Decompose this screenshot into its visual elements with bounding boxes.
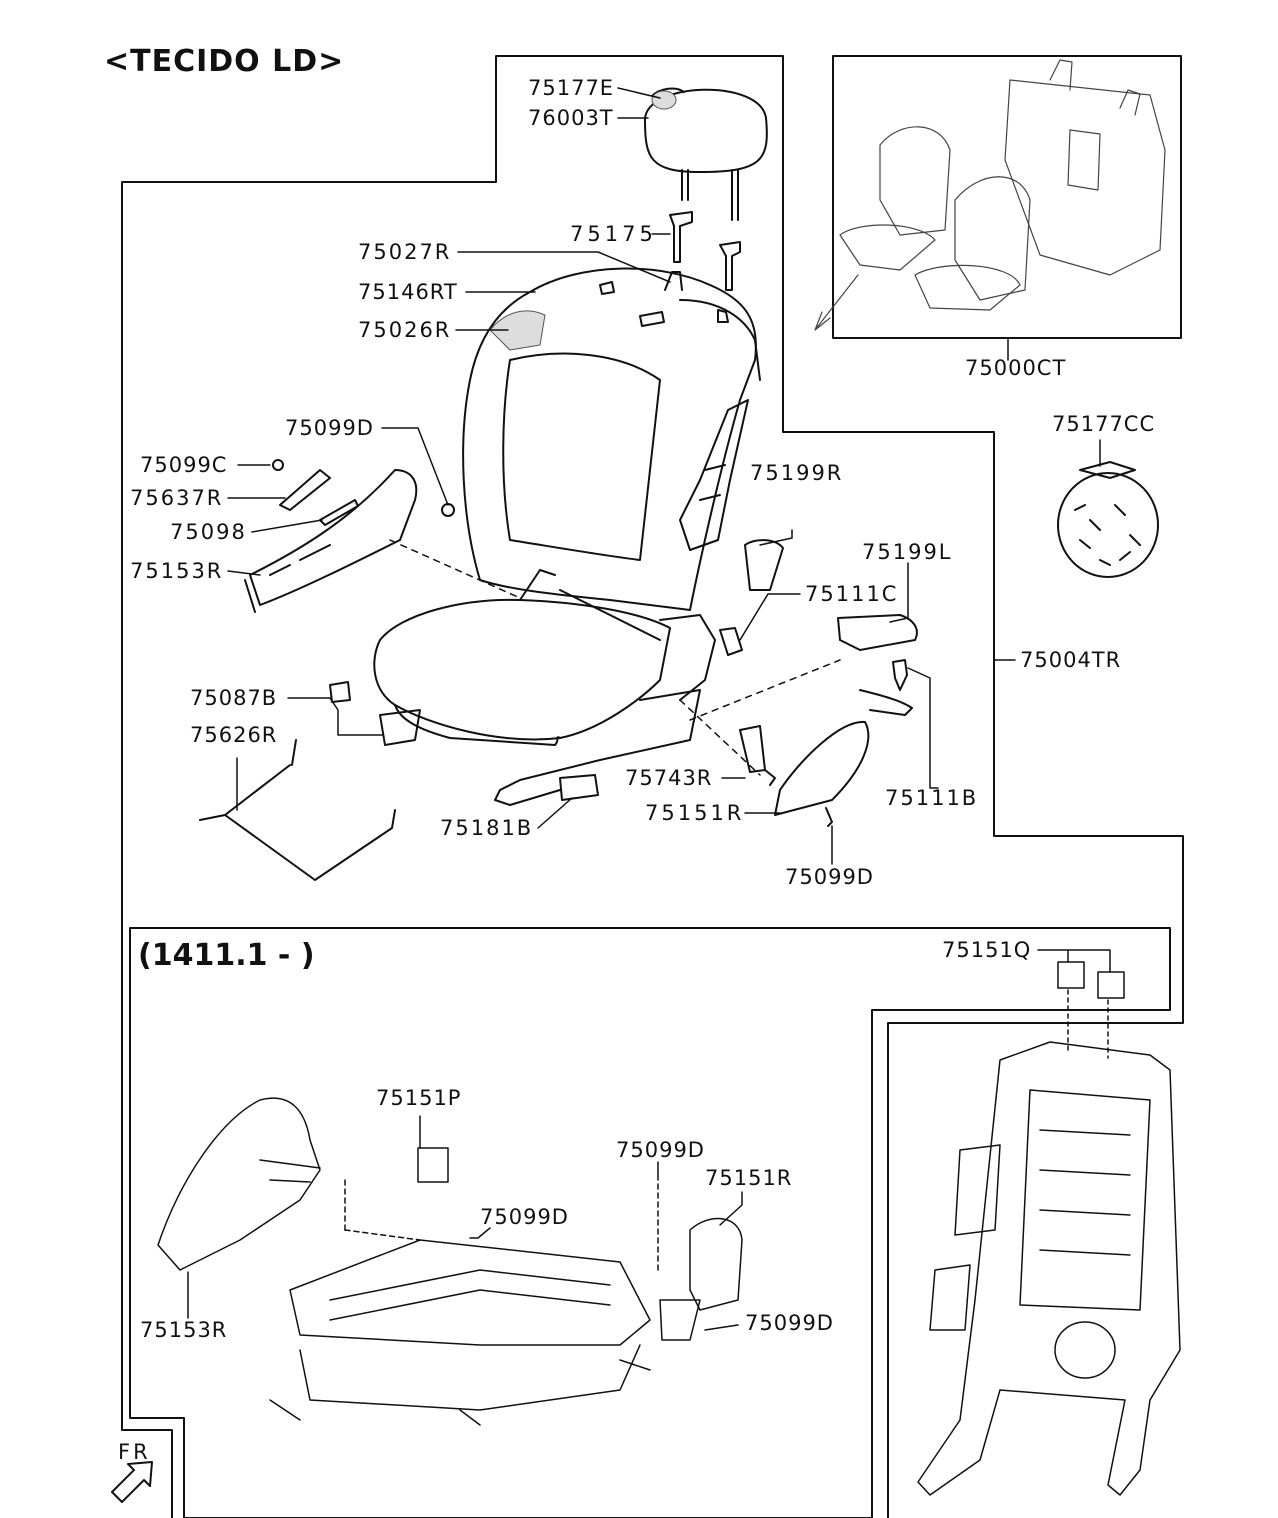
main-boundary [121, 55, 1184, 1518]
part-label-75099D-inset-a: 75099D [480, 1205, 569, 1229]
page-title: <TECIDO LD> [104, 44, 345, 79]
part-label-75199R: 75199R [750, 461, 844, 485]
part-label-75637R: 75637R [130, 486, 224, 510]
inset-drawing [157, 1097, 743, 1426]
part-label-75151R: 75151R [645, 801, 745, 825]
part-label-75146RT: 75146RT [358, 280, 458, 304]
headrest-drawing [644, 87, 768, 291]
part-label-76003T: 76003T [528, 106, 614, 130]
vehicle-seats-drawing [814, 59, 1166, 331]
part-label-75027R: 75027R [358, 240, 452, 264]
inset-boundary [129, 927, 1171, 1518]
back-frame-drawing [917, 961, 1181, 1496]
part-label-75099D-inset-c: 75099D [745, 1311, 834, 1335]
fr-arrow-icon [111, 1461, 153, 1503]
part-label-75151R-inset: 75151R [705, 1166, 793, 1190]
part-label-75626R: 75626R [190, 723, 278, 747]
part-label-75177E: 75177E [528, 76, 615, 100]
side-cover-drawing [244, 459, 455, 613]
part-label-75199L: 75199L [862, 540, 953, 564]
wire-drawing [199, 739, 396, 881]
vehicle-view-box [832, 55, 1182, 339]
part-label-75151P: 75151P [376, 1086, 462, 1110]
part-label-75151Q: 75151Q [942, 938, 1032, 962]
part-label-75000CT: 75000CT [965, 356, 1067, 380]
part-label-75099D-lower: 75099D [785, 865, 874, 889]
part-label-75177CC: 75177CC [1052, 412, 1156, 436]
part-label-75153R: 75153R [130, 559, 224, 583]
leader-lines [187, 87, 1111, 1331]
part-label-75111C: 75111C [805, 582, 899, 606]
part-label-75026R: 75026R [358, 318, 452, 342]
section-label: (1411.1 - ) [138, 938, 315, 973]
part-label-75743R: 75743R [625, 766, 713, 790]
part-label-75099D: 75099D [285, 416, 374, 440]
part-label-75111B: 75111B [885, 786, 979, 810]
part-label-75181B: 75181B [440, 816, 534, 840]
part-label-75175: 75175 [570, 222, 657, 246]
direction-label: FR [118, 1440, 151, 1464]
right-covers-drawing [329, 539, 918, 827]
part-label-75099C: 75099C [140, 453, 228, 477]
assembly-lines [389, 539, 841, 776]
recliner-side-drawing [679, 399, 749, 551]
part-label-75087B: 75087B [190, 686, 278, 710]
part-label-75098: 75098 [170, 520, 247, 544]
part-label-75004TR: 75004TR [1020, 648, 1122, 672]
fastener-clip-drawing [1057, 461, 1159, 578]
part-label-75153R-inset: 75153R [140, 1318, 228, 1342]
seat-cushion-drawing [373, 569, 716, 806]
part-label-75099D-inset-b: 75099D [616, 1138, 705, 1162]
